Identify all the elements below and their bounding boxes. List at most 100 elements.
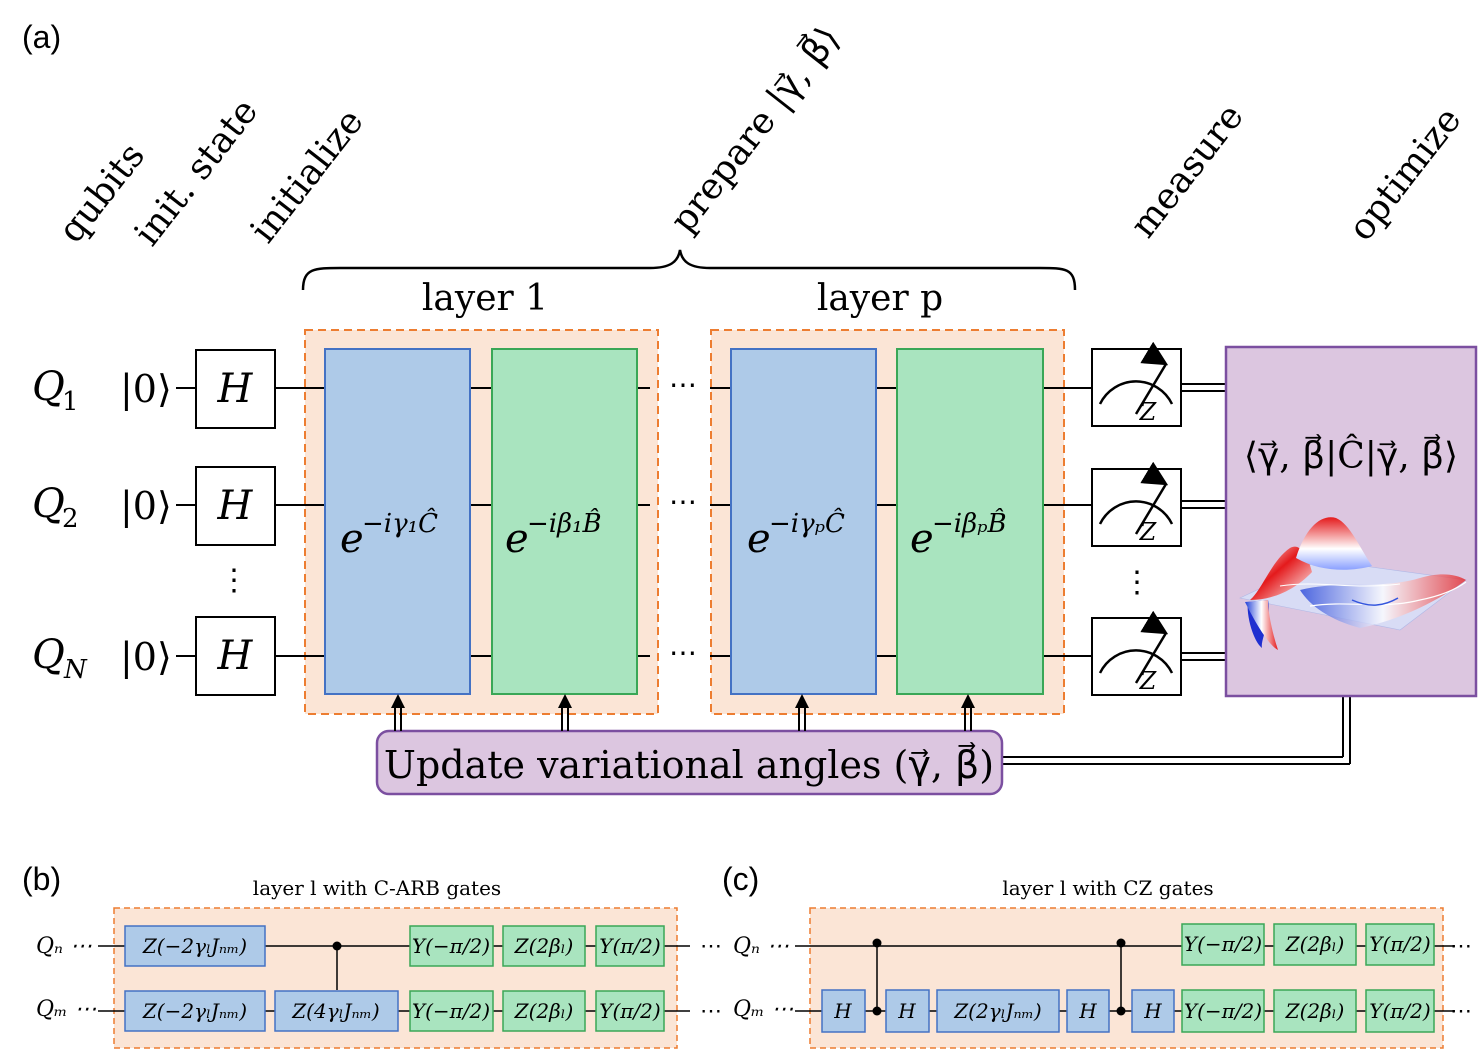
dots-row-2: ⋯ bbox=[669, 485, 697, 518]
panel-b-title: layer l with C-ARB gates bbox=[253, 876, 501, 900]
optimizer-expectation: ⟨γ⃗, β⃗|Ĉ|γ⃗, β⃗⟩ bbox=[1244, 433, 1458, 477]
hadamard-gate-n: H bbox=[195, 616, 276, 696]
panel-b-qn-label: Qₙ ⋯ bbox=[36, 934, 92, 959]
panel-c-cz1-top-dot bbox=[872, 938, 882, 948]
mixer-unitary-layer-p: e −iβₚB̂ bbox=[896, 348, 1044, 695]
dots-row-1: ⋯ bbox=[669, 368, 697, 401]
panel-b-gate-m-0: Z(−2γₗJₙₘ) bbox=[124, 990, 266, 1032]
panel-c-gate-m-2: Z(2γₗJₙₘ) bbox=[936, 989, 1060, 1033]
cost-landscape-surface bbox=[1239, 517, 1467, 650]
cost-1-exp: −iγ₁Ĉ bbox=[362, 507, 438, 539]
meter-1-label: Z bbox=[1139, 398, 1158, 426]
meter-n: Z bbox=[1091, 610, 1182, 696]
init-ket-1: |0⟩ bbox=[120, 367, 172, 411]
panel-c-gate-m-3: H bbox=[1066, 989, 1110, 1033]
panel-label-a: (a) bbox=[22, 19, 61, 55]
stage-label-prepare: prepare |γ⃗, β⃗⟩ bbox=[661, 17, 849, 240]
panel-b-trail-n: ⋯ bbox=[700, 934, 722, 959]
mix-p-base: e bbox=[910, 516, 934, 562]
qubit-label-q2: Q 2 bbox=[32, 481, 79, 534]
qubit-q1-sub: 1 bbox=[62, 387, 79, 417]
panel-b-gate-m-3: Z(2βₗ) bbox=[502, 990, 586, 1032]
feedback-arrowheads bbox=[391, 694, 975, 708]
panel-b-trail-m: ⋯ bbox=[700, 999, 722, 1024]
panel-c-gate-m-3-label: H bbox=[1078, 999, 1097, 1023]
qubit-qn-letter: Q bbox=[32, 632, 65, 678]
init-ket-n: |0⟩ bbox=[120, 635, 172, 679]
panel-c-qn-label: Qₙ ⋯ bbox=[733, 934, 789, 959]
qubit-label-qn: Q N bbox=[32, 632, 88, 685]
meter-n-label: Z bbox=[1139, 667, 1158, 695]
panel-label-b: (b) bbox=[22, 861, 61, 897]
stage-labels: qubits init. state initialize prepare |γ… bbox=[51, 17, 1470, 253]
panel-c-gate-m-4-label: H bbox=[1143, 999, 1162, 1023]
panel-b-gate-n-0: Z(−2γₗJₙₘ) bbox=[124, 925, 266, 967]
panel-c-gate-n-1: Z(2βₗ) bbox=[1273, 923, 1357, 966]
meter-vdots: ⋮ bbox=[1122, 565, 1152, 600]
dots-row-n: ⋯ bbox=[669, 636, 697, 669]
panel-c-cz-dots bbox=[872, 938, 1126, 1016]
stage-label-initialize: initialize bbox=[243, 102, 372, 251]
panel-b-gate-m-2-label: Y(−π/2) bbox=[412, 999, 490, 1023]
panel-b-qm-label: Qₘ ⋯ bbox=[36, 997, 97, 1022]
qubit-q2-letter: Q bbox=[32, 481, 65, 527]
panel-b-gate-m-1: Z(4γₗJₙₘ) bbox=[274, 990, 399, 1032]
update-angles-label: Update variational angles (γ⃗, β⃗) bbox=[384, 742, 994, 787]
panel-c-gate-m-2-label: Z(2γₗJₙₘ) bbox=[953, 999, 1041, 1023]
panel-b-gate-m-0-label: Z(−2γₗJₙₘ) bbox=[142, 999, 247, 1023]
panel-b-gate-n-1: Y(−π/2) bbox=[409, 925, 494, 967]
panel-b-gate-m-1-label: Z(4γₗJₙₘ) bbox=[291, 999, 379, 1023]
panel-c-title: layer l with CZ gates bbox=[1002, 876, 1213, 900]
stage-label-optimize: optimize bbox=[1341, 100, 1470, 249]
hadamard-gate-2: H bbox=[195, 466, 276, 546]
panel-b-gate-m-2: Y(−π/2) bbox=[409, 990, 494, 1032]
panel-c-qm-label: Qₘ ⋯ bbox=[733, 997, 794, 1022]
panel-c-cz2-top-dot bbox=[1116, 938, 1126, 948]
panel-b-control-dot bbox=[332, 941, 342, 951]
mixer-unitary-layer-1: e −iβ₁B̂ bbox=[491, 348, 638, 695]
panel-c-gate-m-7-label: Y(π/2) bbox=[1369, 999, 1430, 1023]
panel-c-gate-m-4: H bbox=[1131, 989, 1175, 1033]
panel-c-gate-m-1: H bbox=[885, 989, 930, 1033]
qubit-q2-sub: 2 bbox=[62, 504, 79, 534]
cost-unitary-layer-1: e −iγ₁Ĉ bbox=[324, 348, 471, 695]
panel-c-gate-m-1-label: H bbox=[897, 999, 916, 1023]
qubit-qn-sub: N bbox=[63, 655, 88, 685]
panel-c-gate-n-0-label: Y(−π/2) bbox=[1184, 932, 1262, 956]
feedback-arrows bbox=[394, 704, 972, 731]
hadamard-label-2: H bbox=[217, 483, 254, 529]
panel-c-gate-m-5: Y(−π/2) bbox=[1181, 989, 1265, 1033]
cost-p-exp: −iγₚĈ bbox=[769, 507, 845, 539]
meter-2-label: Z bbox=[1139, 518, 1158, 546]
layer-p-label: layer p bbox=[817, 278, 943, 319]
panel-c-cz1-bottom-dot bbox=[872, 1006, 882, 1016]
layer-1-label: layer 1 bbox=[422, 278, 548, 319]
qubit-q1-letter: Q bbox=[32, 364, 65, 410]
panel-b-gate-m-4: Y(π/2) bbox=[595, 990, 665, 1032]
hadamard-label-1: H bbox=[217, 366, 254, 412]
panel-b-gate-m-4-label: Y(π/2) bbox=[599, 999, 660, 1023]
cost-1-base: e bbox=[340, 516, 364, 562]
panel-c-gate-m-6: Z(2βₗ) bbox=[1273, 989, 1357, 1033]
panel-b-gate-n-2-label: Z(2βₗ) bbox=[514, 934, 574, 958]
panel-b-gate-n-1-label: Y(−π/2) bbox=[412, 934, 490, 958]
mix-1-exp: −iβ₁B̂ bbox=[527, 508, 602, 539]
panel-b-gate-n-0-label: Z(−2γₗJₙₘ) bbox=[142, 934, 247, 958]
init-ket-2: |0⟩ bbox=[120, 484, 172, 528]
panel-b-gates: Z(−2γₗJₙₘ) Y(−π/2) Z(2βₗ) Y(π/2) Z(−2γₗJ… bbox=[124, 925, 665, 1032]
layers-brace bbox=[301, 249, 1077, 291]
panel-c-gate-m-0: H bbox=[821, 989, 866, 1033]
panel-c-gate-n-0: Y(−π/2) bbox=[1181, 923, 1265, 966]
classical-wires bbox=[1002, 383, 1351, 765]
stage-label-measure: measure bbox=[1123, 97, 1252, 246]
panel-label-c: (c) bbox=[722, 861, 759, 897]
panel-c-gate-n-1-label: Z(2βₗ) bbox=[1285, 932, 1345, 956]
meter-2: Z bbox=[1091, 461, 1182, 547]
panel-c-gate-m-6-label: Z(2βₗ) bbox=[1285, 999, 1345, 1023]
panel-c-gates: Y(−π/2) Z(2βₗ) Y(π/2) H H Z(2γₗJₙₘ) H bbox=[821, 923, 1435, 1033]
hadamard-gate-1: H bbox=[195, 349, 276, 429]
cost-unitary-layer-p: e −iγₚĈ bbox=[730, 348, 877, 695]
panel-c-gate-n-2: Y(π/2) bbox=[1365, 923, 1435, 966]
panel-c-cz2-bottom-dot bbox=[1116, 1006, 1126, 1016]
